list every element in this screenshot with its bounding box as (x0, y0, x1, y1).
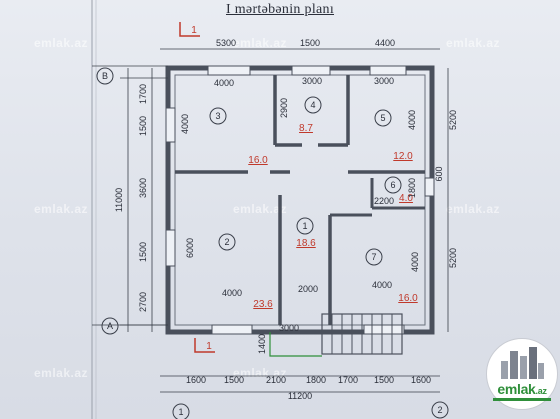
dim-bottom: 1600 (411, 375, 431, 385)
dim-left-total: 11000 (114, 188, 124, 212)
dim-left: 2700 (138, 292, 148, 312)
watermark: emlak.az (34, 202, 89, 216)
dim-inner: 4000 (222, 288, 242, 298)
dim-right: 600 (434, 166, 444, 181)
dim-right: 5200 (448, 110, 458, 130)
axis-label-a: A (107, 321, 113, 331)
dim-left: 3600 (138, 178, 148, 198)
dim-inner: 4000 (407, 110, 417, 130)
dim-left: 1500 (138, 116, 148, 136)
stair-treads (331, 314, 393, 354)
dim-bottom: 1800 (306, 375, 326, 385)
watermark: emlak.az (233, 36, 288, 50)
room-circle (374, 109, 392, 127)
room-area: 8.7 (299, 123, 313, 134)
dim-inner: 3000 (302, 76, 322, 86)
dim-inner: 2900 (279, 98, 289, 118)
window (207, 65, 251, 76)
dim-inner: 4000 (214, 78, 234, 88)
logo-underline (493, 398, 551, 401)
room-number: 4 (310, 100, 315, 110)
room-area: 4.0 (399, 193, 413, 204)
dim-bottom: 1600 (186, 375, 206, 385)
room-number: 3 (215, 111, 220, 121)
watermark: emlak.az (34, 36, 89, 50)
watermark: emlak.az (446, 202, 501, 216)
section-mark-bottom: 1 (206, 341, 212, 352)
dim-bottom: 1500 (374, 375, 394, 385)
axis-label-b: B (102, 71, 108, 81)
section-cut-mark-top (179, 22, 200, 37)
watermark: emlak.az (34, 366, 89, 380)
porch-outline (269, 332, 322, 357)
room-number: 2 (224, 237, 229, 247)
axis-bubble-1 (172, 403, 190, 419)
window (291, 65, 331, 76)
axis-bubble-b (96, 67, 114, 85)
dim-top: 5300 (216, 38, 236, 48)
dim-inner: 2000 (298, 284, 318, 294)
dim-inner: 4000 (372, 280, 392, 290)
room-number: 5 (380, 113, 385, 123)
room-circle (304, 96, 322, 114)
room-circle (218, 233, 236, 251)
window (424, 177, 435, 197)
room-area: 16.0 (248, 155, 268, 166)
dim-inner: 3000 (374, 76, 394, 86)
room-area: 16.0 (398, 293, 418, 304)
dim-right: 5200 (448, 248, 458, 268)
room-number: 1 (302, 221, 307, 231)
window (211, 324, 253, 335)
room-circle (384, 176, 402, 194)
room-number: 7 (371, 252, 376, 262)
dimension-lines (92, 48, 449, 393)
section-mark-top: 1 (191, 25, 197, 36)
dim-inner: 4000 (410, 252, 420, 272)
axis-label-2: 2 (437, 405, 442, 415)
window (165, 229, 176, 267)
axis-bubble-2 (431, 401, 449, 419)
axis-bubble-a (101, 317, 119, 335)
window (369, 65, 407, 76)
plan-title: I mərtəbənin planı (225, 2, 335, 17)
section-cut-mark-bottom (194, 338, 215, 353)
window (165, 107, 176, 143)
dim-bottom: 1700 (338, 375, 358, 385)
dim-top: 4400 (375, 38, 395, 48)
dim-left: 1700 (138, 84, 148, 104)
dim-inner: 3000 (279, 323, 299, 333)
dim-inner: 4000 (180, 114, 190, 134)
logo-text: emlak.az (497, 381, 547, 397)
watermark: emlak.az (233, 366, 288, 380)
room-circle (296, 217, 314, 235)
window (363, 324, 405, 335)
room-area: 23.6 (253, 299, 273, 310)
watermark: emlak.az (446, 36, 501, 50)
axis-label-1: 1 (178, 407, 183, 417)
dim-top: 1500 (300, 38, 320, 48)
dim-inner: 2200 (374, 196, 394, 206)
dim-inner: 6000 (185, 238, 195, 258)
room-area: 18.6 (296, 238, 316, 249)
dim-left: 1500 (138, 242, 148, 262)
buildings-icon (501, 347, 544, 379)
dim-inner: 1400 (257, 334, 267, 354)
dim-bottom: 2100 (266, 375, 286, 385)
watermark: emlak.az (233, 202, 288, 216)
room-area: 12.0 (393, 151, 413, 162)
room-number: 6 (390, 180, 395, 190)
dim-bottom: 1500 (224, 375, 244, 385)
emlak-logo: emlak.az (486, 338, 558, 410)
dim-bottom-total: 11200 (288, 391, 312, 401)
room-circle (365, 248, 383, 266)
dim-inner: 1800 (407, 178, 417, 198)
room-circle (209, 107, 227, 125)
